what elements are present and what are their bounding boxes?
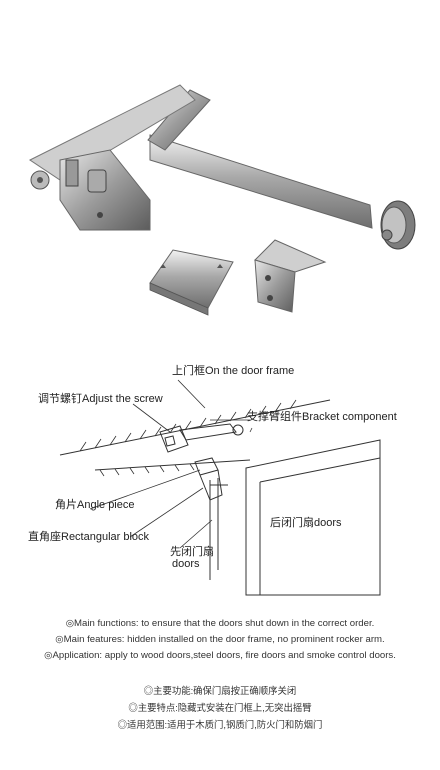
angle-piece: [149, 249, 234, 316]
feature-en-2: ◎Main features: hidden installed on the …: [55, 634, 385, 645]
label-adjust-screw: 调节螺钉Adjust the screw: [38, 393, 163, 405]
feature-en-3: ◎Application: apply to wood doors,steel …: [44, 650, 396, 661]
label-rectangular-block: 直角座Rectangular block: [28, 531, 150, 543]
product-photo: [29, 84, 416, 316]
bracket-arm: [147, 89, 373, 229]
label-front-door-cn: 先闭门扇: [170, 546, 214, 558]
installation-diagram: [59, 379, 381, 596]
label-rear-door: 后闭门扇doors: [270, 517, 342, 529]
feature-en-1: ◎Main functions: to ensure that the door…: [65, 618, 375, 629]
label-angle-piece: 角片Angle piece: [55, 499, 135, 511]
roller-wheel: [380, 200, 416, 250]
rectangular-block: [254, 239, 327, 313]
feature-cn-3: ◎适用范围:适用于木质门,钢质门,防火门和防烟门: [117, 719, 323, 730]
label-bracket-component: 支撑臂组件Bracket component: [247, 411, 397, 423]
feature-cn-2: ◎主要特点:隐藏式安装在门框上,无突出摇臂: [128, 702, 312, 713]
feature-cn-1: ◎主要功能:确保门扇按正确顺序关闭: [143, 685, 297, 696]
label-door-frame: 上门框On the door frame: [172, 365, 295, 377]
base-plate: [29, 84, 196, 231]
label-front-door-en: doors: [172, 558, 200, 570]
